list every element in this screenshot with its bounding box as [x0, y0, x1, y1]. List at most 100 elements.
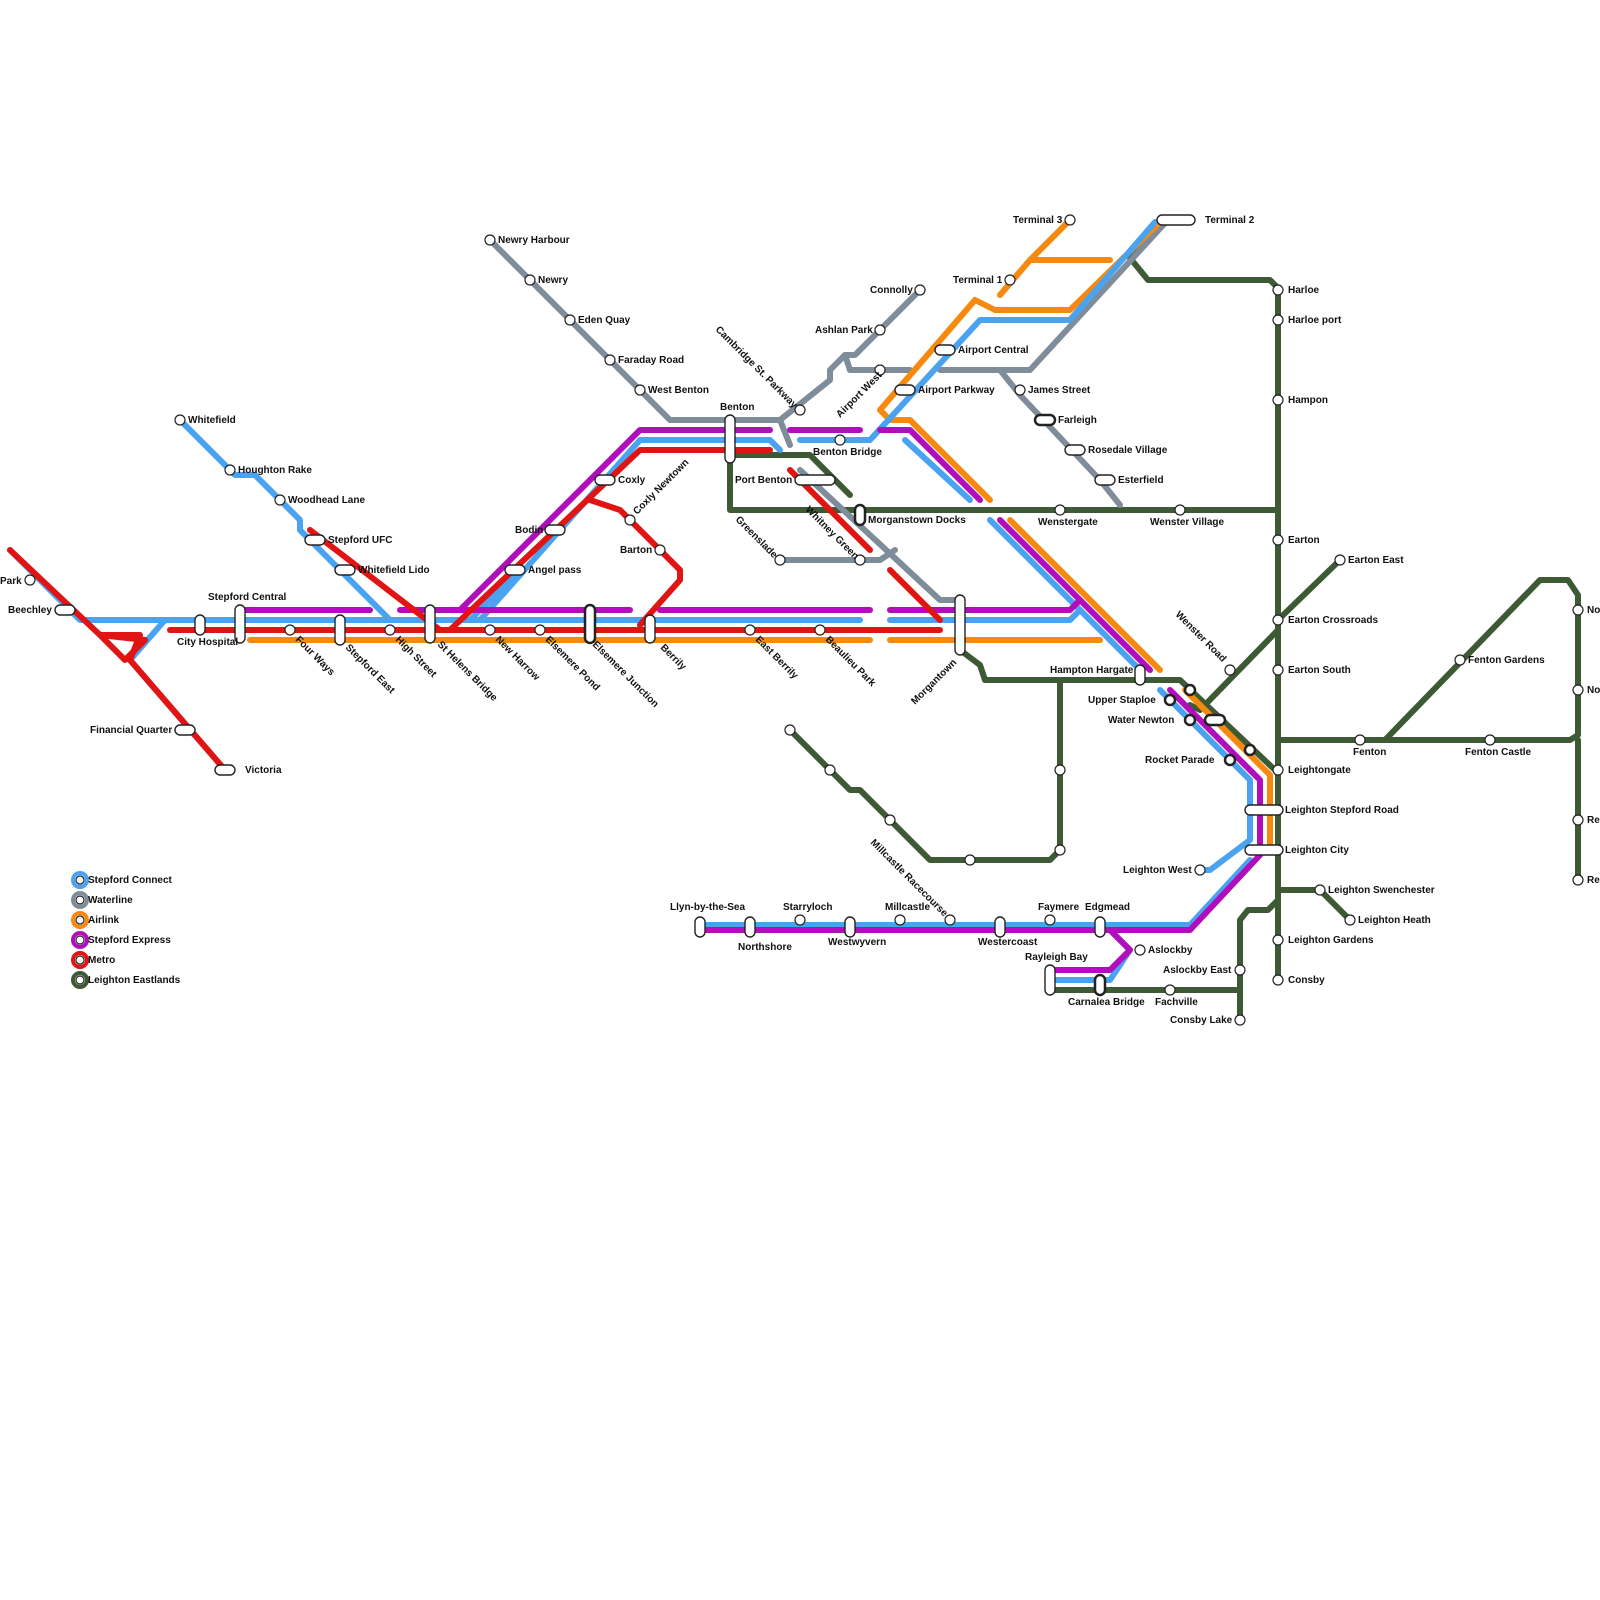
station-park[interactable]: Park [0, 575, 35, 587]
station-berrily[interactable]: Berrily [645, 615, 688, 673]
station-starryloch[interactable]: Starryloch [783, 902, 832, 925]
legend-item-airlink: Airlink [73, 913, 120, 927]
station-bodin[interactable]: Bodin [515, 525, 565, 536]
station-earton[interactable]: Earton [1273, 535, 1320, 546]
station-airport-central[interactable]: Airport Central [935, 345, 1029, 356]
station-faymere[interactable]: Faymere [1038, 902, 1080, 925]
svg-text:Wenstergate: Wenstergate [1038, 517, 1098, 528]
station-leighton-gardens[interactable]: Leighton Gardens [1273, 935, 1374, 946]
station-coxly[interactable]: Coxly [595, 475, 646, 486]
svg-text:Stepford East: Stepford East [343, 642, 397, 696]
svg-text:Harloe: Harloe [1288, 285, 1320, 296]
station-new-harrow[interactable]: New Harrow [485, 625, 542, 683]
station-stepford-ufc[interactable]: Stepford UFC [305, 535, 392, 546]
svg-text:Fenton Gardens: Fenton Gardens [1468, 655, 1545, 666]
station-leighton-swenchester[interactable]: Leighton Swenchester [1315, 885, 1435, 896]
station-coxly-newtown[interactable]: Coxly Newtown [625, 457, 691, 525]
station-angel-pass[interactable]: Angel pass [505, 565, 582, 576]
station-water-newton[interactable]: Water Newton [1108, 715, 1225, 726]
station-terminal-2[interactable]: Terminal 2 [1157, 215, 1255, 226]
station-millcastle-branch-2 [825, 765, 835, 775]
station-airport-west[interactable]: Airport West [834, 365, 885, 420]
station-farleigh[interactable]: Farleigh [1035, 415, 1097, 426]
station-earton-south[interactable]: Earton South [1273, 665, 1351, 676]
station-aslockby-east[interactable]: Aslockby East [1163, 965, 1245, 976]
station-no-1[interactable]: No [1573, 605, 1600, 616]
station-woodhead-lane[interactable]: Woodhead Lane [275, 495, 365, 506]
svg-text:Leighton Stepford Road: Leighton Stepford Road [1285, 805, 1399, 816]
station-newry[interactable]: Newry [525, 275, 568, 286]
station-rosedale-village[interactable]: Rosedale Village [1065, 445, 1168, 456]
svg-text:Leighton Gardens: Leighton Gardens [1288, 935, 1374, 946]
svg-text:Park: Park [0, 576, 22, 587]
svg-text:Northshore: Northshore [738, 942, 792, 953]
svg-text:Bodin: Bodin [515, 525, 543, 536]
station-greenslade[interactable]: Greenslade [733, 514, 785, 565]
station-earton-east[interactable]: Earton East [1335, 555, 1404, 566]
svg-text:Millcastle: Millcastle [885, 902, 930, 913]
station-upper-staploe[interactable]: Upper Staploe [1088, 695, 1175, 706]
svg-text:No: No [1587, 605, 1600, 616]
station-aslockby[interactable]: Aslockby [1135, 945, 1193, 956]
svg-text:Berrily: Berrily [658, 642, 688, 672]
station-millcastle[interactable]: Millcastle [885, 902, 930, 925]
station-whitefield-lido[interactable]: Whitefield Lido [335, 565, 430, 576]
svg-text:Beechley: Beechley [8, 605, 52, 616]
svg-text:Greenslade: Greenslade [733, 514, 780, 561]
station-leightongate[interactable]: Leightongate [1273, 765, 1351, 776]
station-re-2[interactable]: Re [1573, 875, 1600, 886]
station-airport-parkway[interactable]: Airport Parkway [895, 385, 995, 396]
station-port-benton[interactable]: Port Benton [735, 475, 835, 486]
station-leighton-heath[interactable]: Leighton Heath [1345, 915, 1431, 926]
svg-text:Stepford Connect: Stepford Connect [88, 875, 173, 886]
station-victoria[interactable]: Victoria [215, 765, 282, 776]
svg-text:Consby Lake: Consby Lake [1170, 1015, 1233, 1026]
svg-text:Leighton West: Leighton West [1123, 865, 1192, 876]
station-esterfield[interactable]: Esterfield [1095, 475, 1164, 486]
station-wenster-road[interactable]: Wenster Road [1173, 609, 1235, 675]
station-houghton-rake[interactable]: Houghton Rake [225, 465, 312, 476]
svg-text:Coxly Newtown: Coxly Newtown [631, 457, 691, 517]
station-fenton-gardens[interactable]: Fenton Gardens [1455, 655, 1545, 666]
svg-text:Carnalea Bridge: Carnalea Bridge [1068, 997, 1145, 1008]
station-beaulieu-park[interactable]: Beaulieu Park [815, 625, 878, 689]
svg-text:Earton: Earton [1288, 535, 1320, 546]
svg-text:Re: Re [1587, 875, 1600, 886]
station-hampon[interactable]: Hampon [1273, 395, 1328, 406]
svg-text:Barton: Barton [620, 545, 652, 556]
legend-item-leighton-eastlands: Leighton Eastlands [73, 973, 181, 987]
svg-text:Whitefield Lido: Whitefield Lido [358, 565, 430, 576]
station-earton-crossroads[interactable]: Earton Crossroads [1273, 615, 1378, 626]
station-financial-quarter[interactable]: Financial Quarter [90, 725, 195, 736]
station-beechley[interactable]: Beechley [8, 605, 75, 616]
svg-text:Morganstown Docks: Morganstown Docks [868, 515, 966, 526]
svg-text:Fenton: Fenton [1353, 747, 1386, 758]
svg-text:Financial Quarter: Financial Quarter [90, 725, 172, 736]
station-newry-harbour[interactable]: Newry Harbour [485, 235, 570, 246]
station-leighton-city[interactable]: Leighton City [1245, 845, 1349, 856]
svg-text:Rayleigh Bay: Rayleigh Bay [1025, 952, 1088, 963]
svg-text:Westercoast: Westercoast [978, 937, 1038, 948]
station-re-1[interactable]: Re [1573, 815, 1600, 826]
station-connolly[interactable]: Connolly [870, 285, 925, 296]
line-waterline [490, 222, 1166, 600]
svg-text:Victoria: Victoria [245, 765, 282, 776]
station-consby[interactable]: Consby [1273, 975, 1325, 986]
svg-text:Edgmead: Edgmead [1085, 902, 1130, 913]
station-leighton-west[interactable]: Leighton West [1123, 865, 1205, 876]
station-consby-lake[interactable]: Consby Lake [1170, 1015, 1245, 1026]
svg-text:Earton East: Earton East [1348, 555, 1404, 566]
svg-text:Connolly: Connolly [870, 285, 913, 296]
station-leighton-stepford-road[interactable]: Leighton Stepford Road [1245, 805, 1399, 816]
station-james-street[interactable]: James Street [1015, 385, 1091, 396]
svg-text:Stepford Express: Stepford Express [88, 935, 171, 946]
svg-text:Morgantown: Morgantown [909, 657, 959, 707]
svg-text:Water Newton: Water Newton [1108, 715, 1174, 726]
station-east-berrily[interactable]: East Berrily [745, 625, 800, 682]
svg-text:Ashlan Park: Ashlan Park [815, 325, 873, 336]
station-harloe-port[interactable]: Harloe port [1273, 315, 1342, 326]
station-no-2[interactable]: No [1573, 685, 1600, 696]
station-barton[interactable]: Barton [620, 545, 665, 556]
svg-text:Benton: Benton [720, 402, 754, 413]
station-harloe[interactable]: Harloe [1273, 285, 1320, 296]
